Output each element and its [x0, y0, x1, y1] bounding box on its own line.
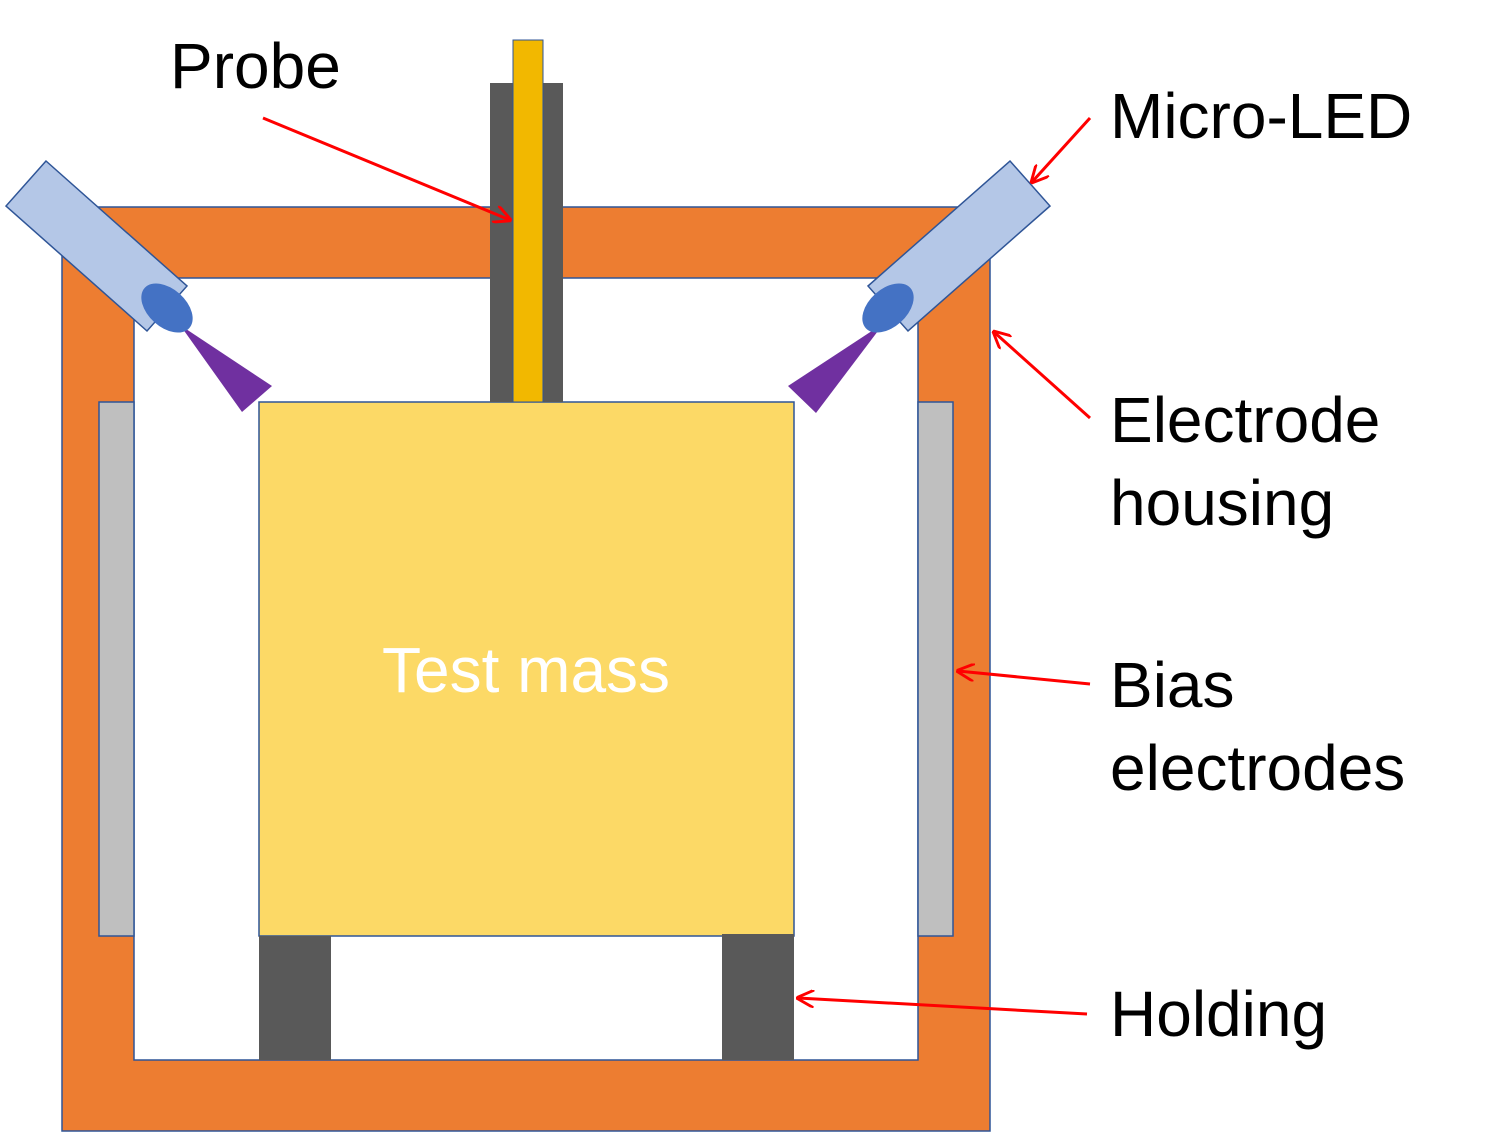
bias-electrode-right — [917, 401, 954, 937]
micro-led-left — [4, 159, 272, 412]
led-lens-left — [141, 283, 193, 333]
bias-electrode-left — [98, 401, 135, 937]
label-test-mass: Test mass — [382, 634, 670, 706]
led-lens-right — [862, 283, 914, 333]
label-electrode-housing-line1: Electrode — [1110, 384, 1380, 456]
led-beam-left — [180, 325, 272, 412]
label-bias-electrodes-line1: Bias — [1110, 649, 1235, 721]
label-probe: Probe — [170, 30, 341, 102]
label-electrode-housing-line2: housing — [1110, 467, 1334, 539]
label-bias-electrodes-line2: electrodes — [1110, 732, 1405, 804]
led-body-left — [4, 159, 189, 333]
test-mass — [258, 401, 795, 937]
arrow-holding — [798, 998, 1088, 1016]
arrow-bias-electrodes — [958, 671, 1091, 686]
label-micro-led: Micro-LED — [1110, 80, 1412, 152]
label-holding: Holding — [1110, 978, 1327, 1050]
arrow-probe — [262, 116, 510, 220]
led-beam-right — [788, 323, 884, 413]
arrow-micro-led — [1032, 116, 1092, 182]
holding-right — [722, 934, 794, 1060]
arrow-electrode-housing — [994, 332, 1092, 420]
micro-led-right — [788, 159, 1052, 413]
probe-core — [512, 39, 544, 403]
led-body-right — [866, 159, 1052, 333]
holding-left — [259, 936, 331, 1060]
